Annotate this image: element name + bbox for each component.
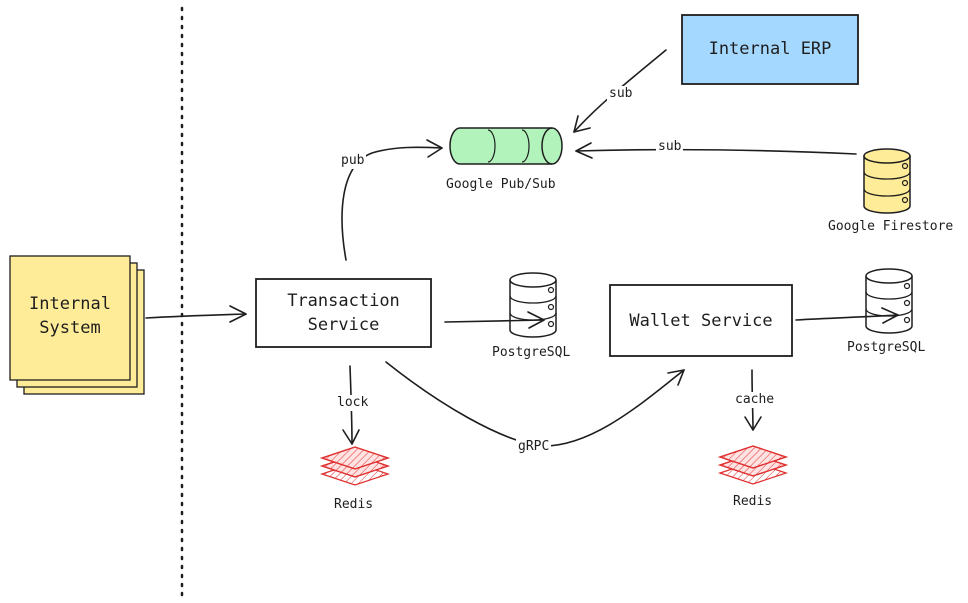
google-pubsub-queue bbox=[449, 127, 563, 165]
redis-transaction-label: Redis bbox=[334, 497, 374, 512]
redis-wallet-label: Redis bbox=[733, 494, 773, 509]
edge-label-pub: pub bbox=[339, 153, 367, 169]
postgresql-wallet-label: PostgreSQL bbox=[847, 340, 926, 355]
transaction-service-label-line1: Transaction bbox=[287, 291, 400, 311]
edge-label-sub-firestore: sub bbox=[656, 139, 684, 155]
arrow-transaction-to-postgres bbox=[444, 319, 545, 323]
internal-erp-label: Internal ERP bbox=[708, 39, 832, 59]
postgresql-transaction-database bbox=[509, 272, 557, 338]
edge-label-sub-erp: sub bbox=[607, 86, 635, 102]
arrow-wallet-to-postgres bbox=[795, 314, 899, 321]
transaction-service-label: Transaction Service bbox=[256, 289, 431, 337]
google-firestore-label: Google Firestore bbox=[828, 219, 954, 234]
internal-system-node bbox=[9, 255, 145, 395]
edge-label-lock: lock bbox=[335, 395, 371, 411]
transaction-service-box bbox=[255, 278, 432, 348]
postgresql-wallet-database bbox=[865, 268, 913, 334]
google-firestore-database bbox=[863, 148, 911, 214]
redis-wallet-icon bbox=[717, 445, 789, 485]
google-pubsub-label: Google Pub/Sub bbox=[446, 177, 556, 192]
arrow-internal-to-transaction bbox=[145, 313, 247, 319]
arrow-pub bbox=[341, 146, 443, 261]
internal-system-label-line1: Internal bbox=[29, 294, 111, 314]
arrow-grpc bbox=[385, 361, 685, 447]
redis-transaction-icon bbox=[319, 446, 391, 486]
wallet-service-box bbox=[609, 284, 793, 357]
internal-system-label: Internal System bbox=[10, 292, 130, 340]
internal-erp-box bbox=[681, 14, 859, 85]
transaction-service-label-line2: Service bbox=[307, 315, 380, 335]
arrow-sub-firestore bbox=[575, 148, 857, 155]
internal-system-label-line2: System bbox=[39, 318, 101, 338]
wallet-service-label: Wallet Service bbox=[629, 311, 773, 331]
edge-label-grpc: gRPC bbox=[516, 439, 552, 455]
edge-label-cache: cache bbox=[733, 392, 777, 408]
postgresql-transaction-label: PostgreSQL bbox=[492, 345, 571, 360]
